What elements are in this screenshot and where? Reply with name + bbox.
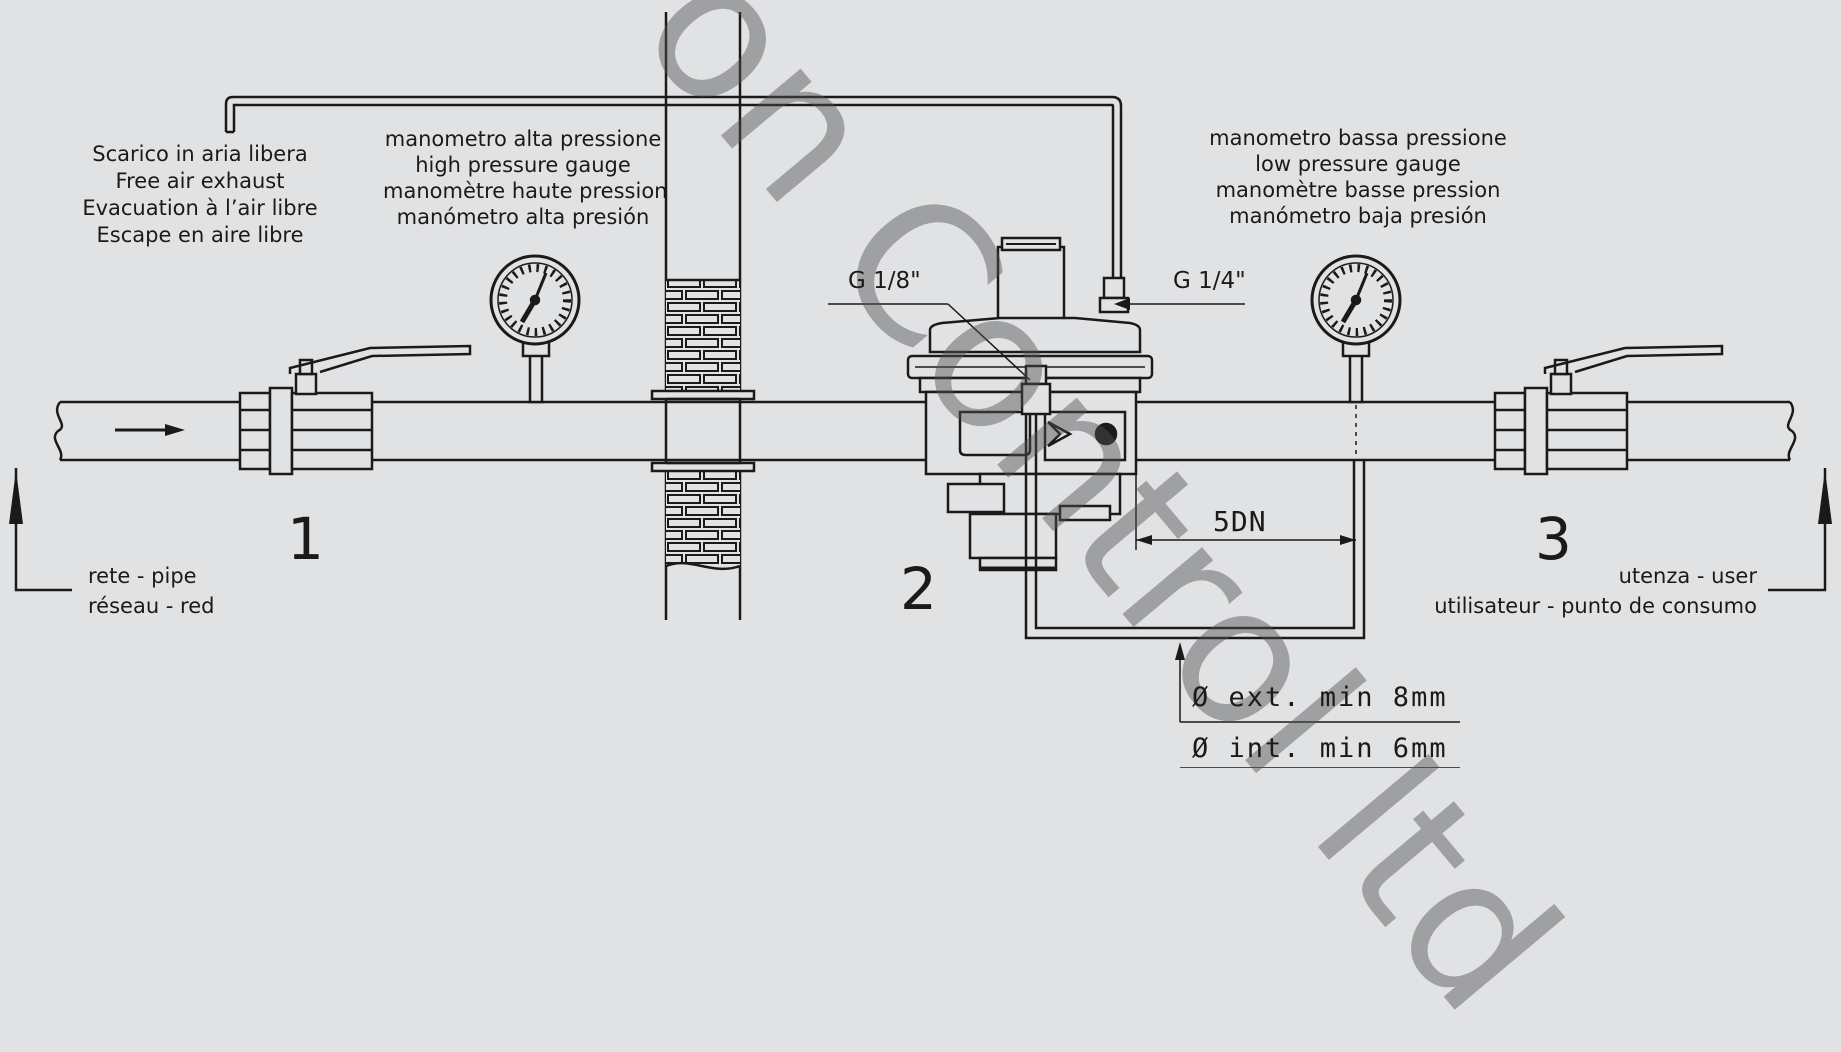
exhaust-label: Scarico in aria libera Free air exhaust … (82, 142, 318, 247)
high-pressure-gauge (489, 254, 581, 404)
low-pressure-gauge-label: manometro bassa pressione low pressure g… (1209, 126, 1507, 228)
outlet-label: utenza - user utilisateur - punto de con… (1434, 564, 1757, 618)
high-pressure-gauge-label: manometro alta pressione high pressure g… (383, 127, 668, 229)
flow-arrow-icon (115, 424, 185, 436)
dimension-lines (828, 298, 1460, 768)
sensing-line (1024, 414, 1366, 640)
right-ball-valve (1493, 344, 1724, 476)
section-number-2: 2 (900, 555, 937, 623)
low-pressure-gauge (1310, 254, 1402, 455)
pressure-regulator (906, 236, 1154, 572)
inlet-arrow-icon (9, 468, 72, 592)
external-diameter-label: Ø ext. min 8mm (1192, 682, 1448, 713)
installation-diagram (9, 12, 1832, 768)
section-number-1: 1 (287, 505, 324, 573)
left-ball-valve (238, 344, 472, 476)
g14-label: G 1/4" (1173, 268, 1246, 294)
outlet-arrow-icon (1768, 468, 1832, 592)
internal-diameter-label: Ø int. min 6mm (1192, 733, 1448, 764)
diagram-canvas: on Control ltd Scarico in aria libera Fr… (9, 0, 1832, 1052)
wall-section (650, 12, 756, 620)
section-number-3: 3 (1535, 505, 1572, 573)
inlet-label: rete - pipe réseau - red (88, 564, 215, 618)
g18-label: G 1/8" (848, 268, 921, 294)
distance-label: 5DN (1213, 505, 1267, 538)
exhaust-pipe (224, 95, 1123, 280)
